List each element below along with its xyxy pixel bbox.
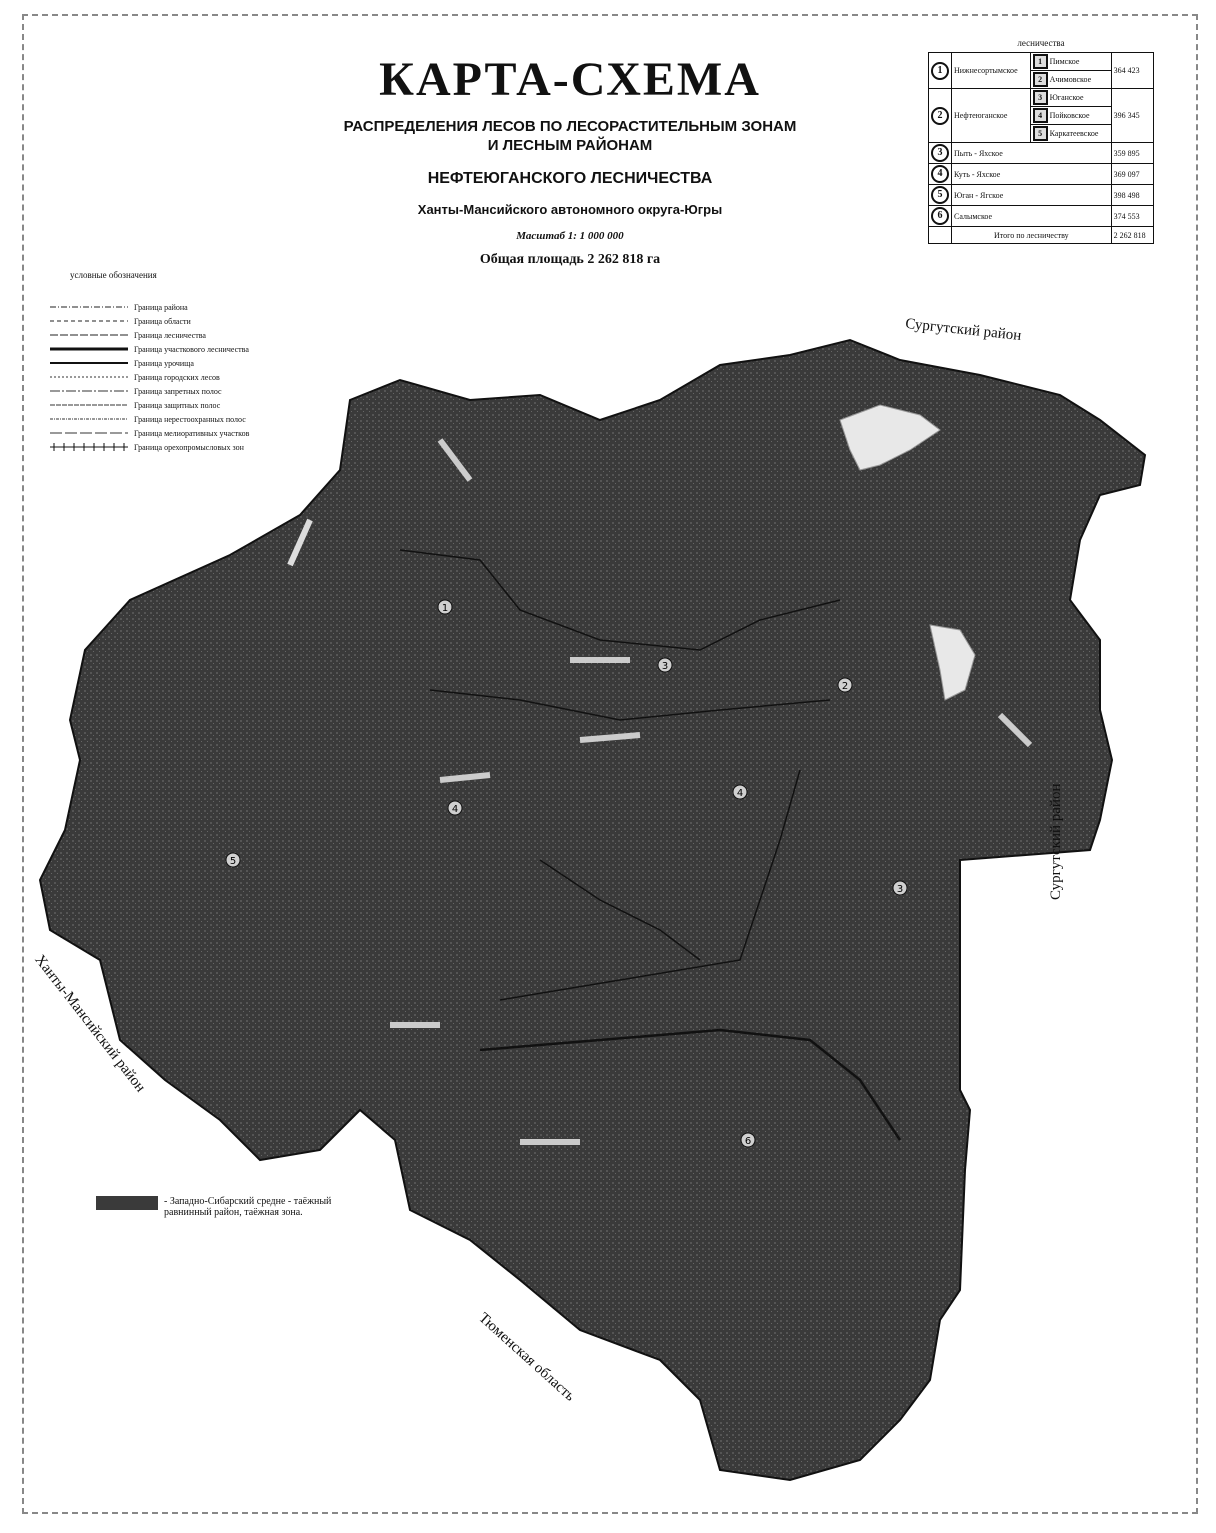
table-row: 1 Нижнесортымское 1 Пимское 364 423	[928, 52, 1155, 89]
table-row: 6 Салымское 374 553	[928, 205, 1155, 227]
subzone-number: 4	[1032, 108, 1048, 123]
zone-marker: 4	[452, 804, 458, 815]
subzone-name: Ачимовское	[1049, 75, 1092, 84]
zone-name: Нефтеюганское	[951, 88, 1031, 143]
map-subtitle-2: И ЛЕСНЫМ РАЙОНАМ	[487, 137, 653, 154]
forest-territory	[38, 338, 1147, 1482]
map-subtitle-3: НЕФТЕЮГАНСКОГО ЛЕСНИЧЕСТВА	[427, 170, 713, 187]
legend-item: Граница городских лесов	[50, 372, 220, 382]
table-row: 5 Каркатеевское	[929, 124, 1154, 143]
total-area: Общая площадь 2 262 818 га	[479, 252, 661, 267]
map-scale: Масштаб 1: 1 000 000	[516, 230, 624, 242]
zone-marker: 5	[230, 856, 236, 867]
table-title: лесничества	[1017, 38, 1065, 48]
zone-area: 364 423	[1110, 52, 1155, 89]
subzone-number: 1	[1032, 54, 1048, 69]
zone-marker: 6	[745, 1136, 751, 1147]
subzone-number: 5	[1032, 126, 1048, 141]
zone-number: 2	[931, 106, 949, 125]
legend-item: Граница защитных полос	[50, 400, 221, 410]
subzone-number: 2	[1032, 72, 1048, 87]
map-subtitle-1: РАСПРЕДЕЛЕНИЯ ЛЕСОВ ПО ЛЕСОРАСТИТЕЛЬНЫМ …	[343, 118, 797, 135]
zone-marker: 2	[842, 681, 848, 692]
zone-number: 3	[931, 144, 949, 162]
subzone-name: Пойковское	[1049, 111, 1090, 120]
zone-number: 5	[931, 186, 949, 204]
legend-item: Граница орехопромысловых зон	[50, 442, 244, 452]
zone-name: Нижнесортымское	[951, 52, 1031, 89]
zone-number: 4	[931, 165, 949, 183]
forest-zone-label: - Западно-Сибарский средне - таёжный рав…	[164, 1196, 332, 1218]
forest-zone-legend: - Западно-Сибарский средне - таёжный рав…	[96, 1196, 344, 1218]
zone-marker: 3	[897, 884, 903, 895]
total-label: Итого по лесничеству	[951, 226, 1112, 244]
region-label-surgut-right: Сургутский район	[1048, 783, 1064, 900]
table-row: 2 Ачимовское	[929, 70, 1154, 89]
subzone-number: 3	[1032, 90, 1048, 105]
zone-marker: 4	[737, 788, 743, 799]
legend-item: Граница района	[50, 302, 188, 312]
table-row: 5 Юган - Ягское 398 498	[928, 184, 1155, 206]
map-title: КАРТА-СХЕМА	[379, 53, 761, 106]
zone-area: 396 345	[1110, 88, 1155, 143]
legend: Граница района Граница области Граница л…	[50, 300, 249, 454]
zones-table: 1 Нижнесортымское 1 Пимское 364 423 2 Ач…	[928, 52, 1155, 244]
map-subtitle-4: Ханты-Мансийского автономного округа-Югр…	[417, 202, 723, 217]
subzone-name: Каркатеевское	[1049, 129, 1099, 138]
zone-number: 1	[931, 61, 949, 80]
legend-item: Граница лесничества	[50, 330, 206, 340]
zone-marker: 3	[662, 661, 668, 672]
legend-item: Граница урочища	[50, 358, 194, 368]
zone-number: 6	[931, 207, 949, 225]
legend-item: Граница запретных полос	[50, 386, 222, 396]
table-row: Итого по лесничеству 2 262 818	[928, 226, 1155, 244]
legend-title: условные обозначения	[70, 270, 157, 280]
subzone-name: Юганское	[1049, 93, 1084, 102]
table-row: 2 Нефтеюганское 3 Юганское 396 345	[928, 88, 1155, 143]
legend-item: Граница нерестоохранных полос	[50, 414, 246, 424]
total-area: 2 262 818	[1110, 226, 1155, 244]
subzone-name: Пимское	[1049, 57, 1080, 66]
legend-item: Граница мелиоративных участков	[50, 428, 250, 438]
zone-marker: 1	[442, 603, 448, 614]
map-frame	[22, 14, 1198, 1514]
legend-item: Граница области	[50, 316, 191, 326]
legend-item: Граница участкового лесничества	[50, 344, 249, 354]
forest-zone-swatch	[96, 1196, 158, 1210]
